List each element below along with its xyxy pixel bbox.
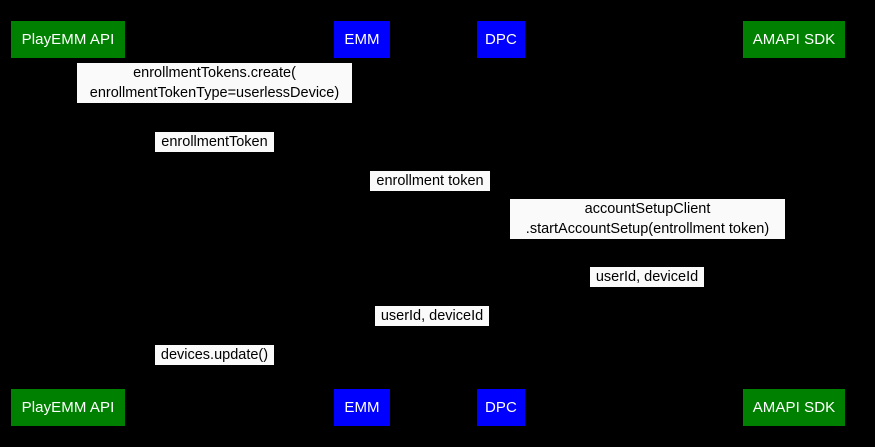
participant-emm-bottom[interactable]: EMM xyxy=(334,389,390,426)
message-label-m4: accountSetupClient .startAccountSetup(en… xyxy=(510,199,785,239)
participant-dpc-bottom[interactable]: DPC xyxy=(477,389,525,426)
lifeline-amapi-sdk xyxy=(794,58,795,389)
participant-label: AMAPI SDK xyxy=(752,31,836,48)
participant-amapi-sdk-top[interactable]: AMAPI SDK xyxy=(743,21,845,58)
participant-label: DPC xyxy=(485,399,517,416)
participant-label: DPC xyxy=(485,31,517,48)
message-label-m1: enrollmentTokens.create( enrollmentToken… xyxy=(77,63,352,103)
message-label-m5: userId, deviceId xyxy=(590,267,704,287)
lifeline-playemm-api xyxy=(68,58,69,389)
arrow-m6 xyxy=(362,333,501,334)
lifeline-emm xyxy=(362,58,363,389)
participant-label: EMM xyxy=(344,31,380,48)
arrow-m5 xyxy=(501,294,794,295)
participant-emm-top[interactable]: EMM xyxy=(334,21,390,58)
participant-label: AMAPI SDK xyxy=(752,399,836,416)
arrow-m1 xyxy=(68,110,362,111)
participant-dpc-top[interactable]: DPC xyxy=(477,21,525,58)
arrow-m7 xyxy=(68,372,362,373)
arrow-m4 xyxy=(501,246,794,247)
lifeline-dpc xyxy=(501,58,502,389)
participant-playemm-api-top[interactable]: PlayEMM API xyxy=(11,21,125,58)
participant-amapi-sdk-bottom[interactable]: AMAPI SDK xyxy=(743,389,845,426)
participant-label: PlayEMM API xyxy=(21,31,115,48)
participant-playemm-api-bottom[interactable]: PlayEMM API xyxy=(11,389,125,426)
participant-label: EMM xyxy=(344,399,380,416)
arrow-m3 xyxy=(362,198,501,199)
arrow-m2 xyxy=(68,159,362,160)
message-label-m3: enrollment token xyxy=(370,171,490,191)
message-label-m7: devices.update() xyxy=(155,345,274,365)
participant-label: PlayEMM API xyxy=(21,399,115,416)
message-label-m6: userId, deviceId xyxy=(375,306,489,326)
message-label-m2: enrollmentToken xyxy=(155,132,274,152)
